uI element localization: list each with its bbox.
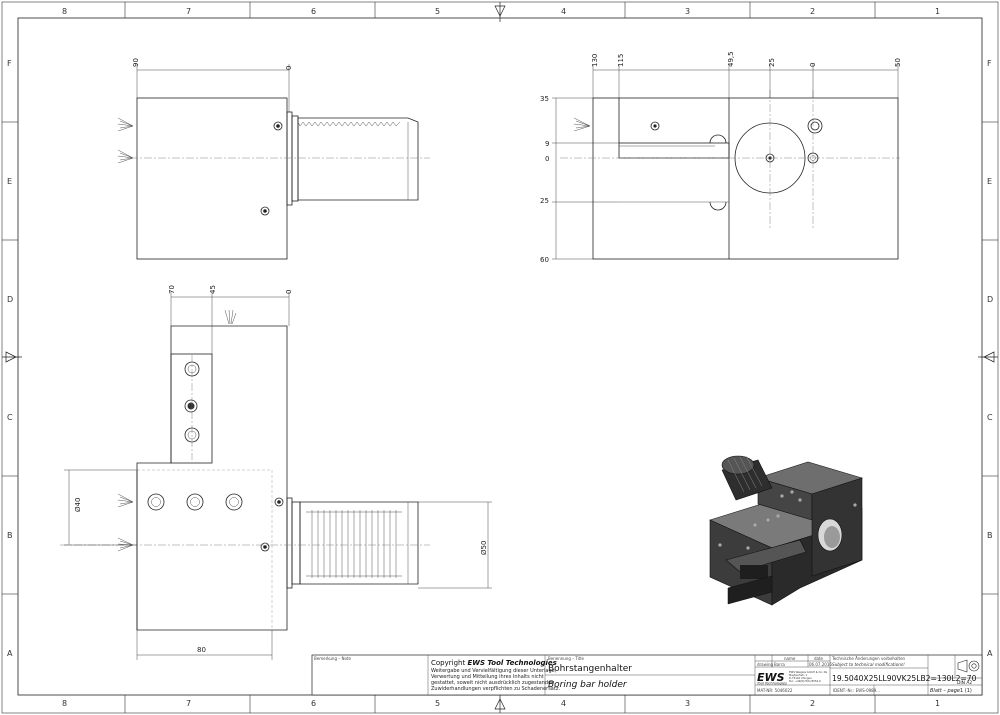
dim-0-front: 0 bbox=[285, 290, 293, 294]
sheet-value: 1 (1) bbox=[960, 688, 972, 694]
dim-70: 70 bbox=[168, 285, 176, 294]
zone-row-d-right: D bbox=[987, 295, 993, 304]
changes-note-en: Subject to technical modifications! bbox=[832, 662, 905, 667]
dim-0-v: 0 bbox=[545, 155, 549, 163]
zone-row-e: E bbox=[7, 177, 12, 186]
iso-clamp bbox=[725, 539, 807, 573]
mat-no: MAT-NR: 5046022 bbox=[757, 688, 793, 693]
zone-col-2: 2 bbox=[810, 7, 815, 16]
inner-frame bbox=[17, 17, 983, 696]
dim-25-h: 25 bbox=[768, 58, 776, 67]
dim-45: 45 bbox=[209, 285, 217, 294]
zone-column-labels-top: 8 7 6 5 4 3 2 1 bbox=[62, 7, 940, 16]
zone-col-3-bottom: 3 bbox=[685, 699, 690, 708]
zone-row-c: C bbox=[7, 413, 13, 422]
copyright-prefix: Copyright EWS Tool Technologies bbox=[431, 659, 557, 667]
zone-row-a-right: A bbox=[987, 649, 993, 658]
copyright-line-2: Verwertung und Mitteilung ihres Inhalts … bbox=[431, 674, 544, 680]
remark-label: Bemerkung – Note bbox=[314, 656, 352, 661]
drawn-date: 06.07.2016 bbox=[809, 662, 832, 667]
company-line-4: Tel.: +49(0)7161/3054-0 bbox=[789, 679, 821, 683]
zone-col-8: 8 bbox=[62, 7, 67, 16]
zone-row-f-right: F bbox=[987, 59, 992, 68]
dim-35-v: 35 bbox=[540, 95, 549, 103]
zone-row-labels-left: F E D C B A bbox=[7, 59, 13, 658]
company-line-2: Maybachstr. 1 bbox=[789, 673, 808, 677]
zone-col-5-bottom: 5 bbox=[435, 699, 440, 708]
surface-finish-symbols bbox=[117, 117, 134, 164]
table-header-name: name bbox=[784, 656, 796, 661]
designation-label: Benennung – Title bbox=[548, 656, 585, 661]
zone-col-4-bottom: 4 bbox=[561, 699, 566, 708]
part-number: 19.5040X25LL90VK25LB2=130L2=70 bbox=[832, 674, 977, 683]
zone-row-b: B bbox=[7, 531, 13, 540]
zone-col-6: 6 bbox=[311, 7, 316, 16]
changes-note-de: Technische Änderungen vorbehalten bbox=[831, 656, 906, 661]
dim-25-v: 25 bbox=[540, 197, 549, 205]
zone-row-d: D bbox=[7, 295, 13, 304]
copyright-brand: EWS Tool Technologies bbox=[467, 659, 556, 667]
front-view-bottom-left: 70 45 0 Ø40 Ø50 80 bbox=[60, 285, 492, 660]
dim-9-v: 9 bbox=[545, 140, 549, 148]
zone-col-3: 3 bbox=[685, 7, 690, 16]
dim-0-top-left: 0 bbox=[285, 66, 293, 70]
zone-col-1: 1 bbox=[935, 7, 940, 16]
dim-130: 130 bbox=[591, 54, 599, 67]
zone-row-c-right: C bbox=[987, 413, 993, 422]
zone-col-8-bottom: 8 bbox=[62, 699, 67, 708]
surface-finish-symbols-front bbox=[117, 309, 237, 552]
zone-row-e-right: E bbox=[987, 177, 992, 186]
dim-diameter-40: Ø40 bbox=[74, 498, 82, 512]
ews-logo-sub: Tool Technologies bbox=[757, 682, 787, 686]
dim-60-v: 60 bbox=[540, 256, 549, 264]
title-german: Bohrstangenhalter bbox=[548, 664, 632, 674]
drawn-by: Barra bbox=[774, 662, 785, 667]
format: DIN A2 bbox=[957, 680, 972, 686]
projection-symbol bbox=[957, 659, 980, 673]
copyright-line-3: gestattet, soweit nicht ausdrücklich zug… bbox=[431, 680, 556, 686]
zone-col-5: 5 bbox=[435, 7, 440, 16]
zone-col-1-bottom: 1 bbox=[935, 699, 940, 708]
surface-finish-symbol-end-view bbox=[573, 117, 591, 132]
dim-49-5: 49,5 bbox=[727, 51, 735, 67]
title-english: Boring bar holder bbox=[548, 680, 628, 690]
company-line-1: EWS Weigele GmbH & Co. KG bbox=[789, 670, 827, 674]
table-header-date: date bbox=[814, 656, 824, 661]
zone-row-f: F bbox=[7, 59, 12, 68]
thread-lines bbox=[306, 502, 409, 584]
ident-no: IDENT.-Nr.: EWS-0989... bbox=[833, 688, 880, 693]
dim-50-h: 50 bbox=[894, 58, 902, 67]
dim-0-h: 0 bbox=[809, 63, 817, 67]
isometric-3d-view bbox=[709, 455, 864, 606]
dim-90: 90 bbox=[132, 58, 140, 67]
zone-col-4: 4 bbox=[561, 7, 566, 16]
sheet-label: Blatt – page bbox=[930, 688, 960, 694]
zone-col-6-bottom: 6 bbox=[311, 699, 316, 708]
zone-col-7-bottom: 7 bbox=[186, 699, 191, 708]
zone-col-2-bottom: 2 bbox=[810, 699, 815, 708]
ews-logo: EWS bbox=[757, 671, 785, 684]
drawing-label: drawing bbox=[757, 662, 774, 667]
zone-row-a: A bbox=[7, 649, 13, 658]
side-view-top-left: 90 0 bbox=[117, 58, 430, 260]
dim-diameter-50: Ø50 bbox=[480, 541, 488, 555]
zone-row-b-right: B bbox=[987, 531, 993, 540]
dim-115: 115 bbox=[617, 54, 625, 67]
end-view-top-right: 130 115 49,5 25 0 50 35 9 0 25 60 bbox=[540, 51, 902, 264]
zone-col-7: 7 bbox=[186, 7, 191, 16]
zone-column-labels-bottom: 8 7 6 5 4 3 2 1 bbox=[62, 699, 940, 708]
dim-80: 80 bbox=[197, 646, 206, 654]
company-line-3: D-73116 Uhingen bbox=[789, 676, 812, 680]
title-block: Bemerkung – Note Copyright EWS Tool Tech… bbox=[311, 654, 983, 696]
copyright-line-4: Zuwiderhandlungen verpflichten zu Schade… bbox=[431, 686, 560, 692]
copyright-line-1: Weitergabe und Vervielfältigung dieser U… bbox=[431, 668, 557, 674]
zone-row-labels-right: F E D C B A bbox=[987, 59, 993, 658]
